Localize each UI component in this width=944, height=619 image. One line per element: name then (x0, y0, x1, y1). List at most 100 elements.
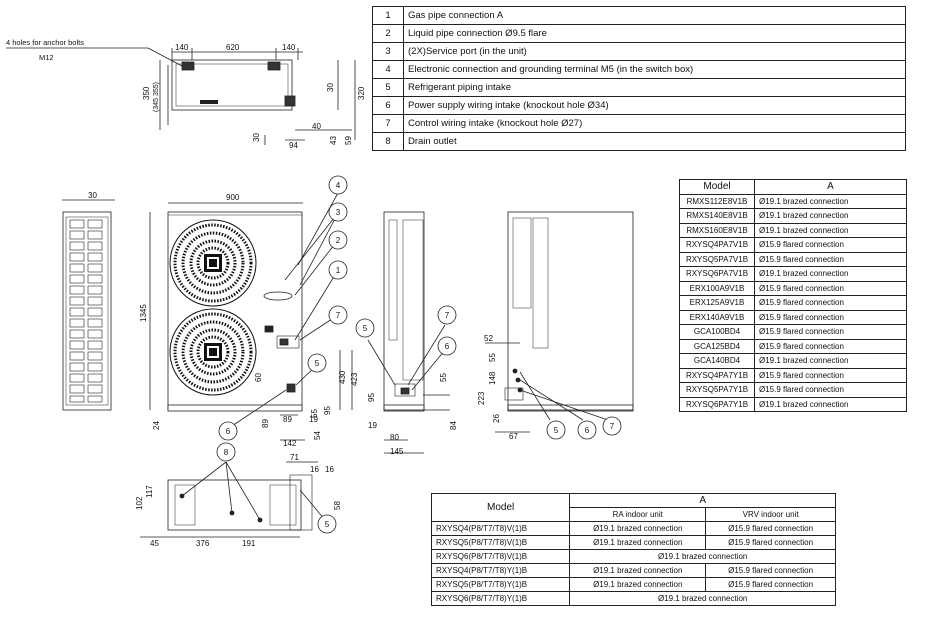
callout-7: 7 (610, 422, 615, 431)
legend-num: 7 (372, 114, 404, 133)
model-cell: RXYSQ6PA7V1B (679, 266, 755, 282)
callout-6: 6 (445, 342, 450, 351)
dim-text: 148 (488, 371, 497, 385)
header-a: A (754, 179, 907, 195)
model-cell: RXYSQ5(P8/T7/T8)Y(1)B (430, 577, 571, 592)
legend-text: (2X)Service port (in the unit) (403, 42, 906, 61)
dim-text: 16 (325, 465, 334, 474)
dim-text: 52 (484, 334, 493, 343)
model-cell: RXYSQ6PA7Y1B (679, 396, 755, 412)
dim-text: 45 (150, 539, 159, 548)
header-ra: RA indoor unit (569, 507, 707, 522)
callout-5: 5 (315, 359, 320, 368)
callout-5: 5 (363, 324, 368, 333)
dim-text: 94 (289, 141, 298, 150)
vrv-cell: Ø15.9 flared connection (705, 563, 836, 578)
both-cell: Ø19.1 brazed connection (569, 549, 836, 564)
legend-text: Electronic connection and grounding term… (403, 60, 906, 79)
header-model: Model (430, 493, 571, 522)
dim-text: 84 (449, 421, 458, 430)
dim-text: (345 355) (153, 82, 160, 112)
vrv-cell: Ø15.9 flared connection (705, 521, 836, 536)
anchor-size: M12 (39, 53, 54, 62)
a-cell: Ø15.9 flared connection (754, 324, 907, 340)
dim-text: 80 (390, 433, 399, 442)
dim-text: 140 (175, 43, 189, 52)
dim-text: 117 (145, 485, 154, 498)
model-cell: RXYSQ5PA7Y1B (679, 382, 755, 398)
model-cell: RXYSQ4PA7V1B (679, 237, 755, 253)
model-cell: RXYSQ4PA7Y1B (679, 367, 755, 383)
a-cell: Ø15.9 flared connection (754, 237, 907, 253)
dim-text: 95 (367, 393, 376, 402)
ra-cell: Ø19.1 brazed connection (569, 521, 707, 536)
legend-num: 1 (372, 6, 404, 25)
legend-row: 3(2X)Service port (in the unit) (372, 42, 906, 61)
model-cell: RMXS160E8V1B (679, 222, 755, 238)
dim-text: 1345 (139, 304, 148, 322)
legend-num: 3 (372, 42, 404, 61)
dim-text: 145 (390, 447, 404, 456)
dim-text: 102 (135, 496, 144, 510)
a-cell: Ø15.9 flared connection (754, 295, 907, 311)
ra-cell: Ø19.1 brazed connection (569, 535, 707, 550)
front-view: 900 1345 24 60 89 89 19 142 55 95 430 42… (139, 192, 359, 448)
ra-cell: Ø19.1 brazed connection (569, 577, 707, 592)
dim-text: 140 (282, 43, 296, 52)
model-cell: RXYSQ5(P8/T7/T8)V(1)B (430, 535, 571, 550)
header-model: Model (679, 179, 755, 195)
dim-text: 55 (488, 353, 497, 362)
dim-text: 620 (226, 43, 240, 52)
right-side-view: 95 55 19 80 145 84 (367, 211, 458, 456)
legend-num: 8 (372, 132, 404, 151)
callout-4: 4 (336, 181, 341, 190)
dim-text: 19 (368, 421, 377, 430)
dim-text: 95 (323, 406, 332, 415)
model-cell: RXYSQ4(P8/T7/T8)V(1)B (430, 521, 571, 536)
a-cell: Ø15.9 flared connection (754, 309, 907, 325)
callouts (216, 175, 622, 534)
dim-text: 142 (283, 439, 297, 448)
anchor-note: 4 holes for anchor bolts (6, 38, 84, 47)
both-cell: Ø19.1 brazed connection (569, 591, 836, 606)
legend-text: Power supply wiring intake (knockout hol… (403, 96, 906, 115)
legend-num: 2 (372, 24, 404, 43)
legend-text: Drain outlet (403, 132, 906, 151)
top-view: 4 holes for anchor bolts M12 140 620 140… (6, 38, 366, 150)
dim-text: 350 (142, 86, 151, 100)
a-cell: Ø19.1 brazed connection (754, 396, 907, 412)
dim-text: 59 (344, 136, 353, 145)
callout-1: 1 (336, 266, 341, 275)
model-cell: RXYSQ6(P8/T7/T8)V(1)B (430, 549, 571, 564)
model-cell: ERX125A9V1B (679, 295, 755, 311)
callout-3: 3 (336, 208, 341, 217)
dim-text: 43 (329, 136, 338, 145)
a-cell: Ø15.9 flared connection (754, 280, 907, 296)
dim-text: 320 (357, 86, 366, 100)
dim-text: 58 (333, 501, 342, 510)
dim-text: 89 (283, 415, 292, 424)
model-table-2: Model A RA indoor unit VRV indoor unit R… (430, 493, 836, 606)
a-cell: Ø15.9 flared connection (754, 251, 907, 267)
model-cell: RXYSQ5PA7V1B (679, 251, 755, 267)
